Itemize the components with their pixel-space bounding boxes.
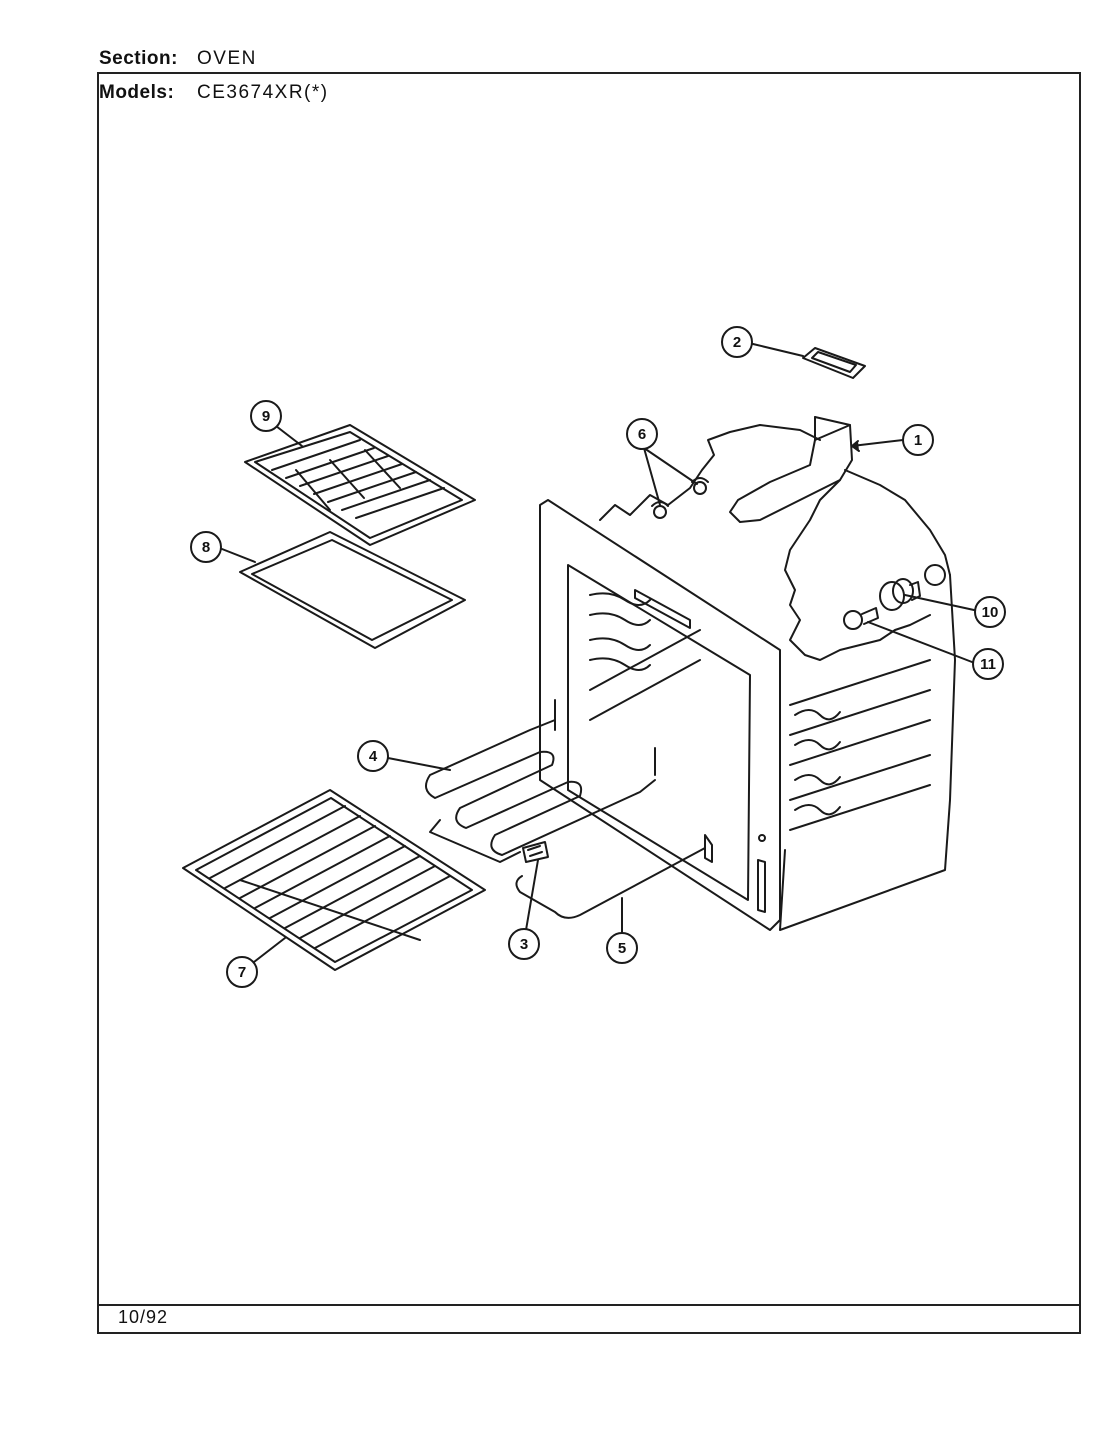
section-label: Section: (99, 48, 178, 69)
models-value: CE3674XR(*) (197, 82, 329, 103)
callout-4-number: 4 (369, 748, 378, 765)
part-7-oven-rack (182, 789, 486, 971)
callout-1-number: 1 (914, 432, 922, 449)
part-10-socket (879, 578, 921, 611)
callout-8: 8 (190, 531, 256, 563)
callout-5-number: 5 (618, 940, 626, 957)
callout-10-number: 10 (982, 604, 999, 621)
callout-8-number: 8 (202, 539, 210, 556)
part-8-broiler-pan (239, 531, 466, 649)
front-frame (539, 499, 781, 931)
callout-6-number: 6 (638, 426, 646, 443)
diagram-frame (97, 72, 1081, 1334)
part-1-lamp-cover (729, 416, 853, 523)
callout-7-number: 7 (238, 964, 246, 981)
part-5-broil-element (429, 819, 713, 919)
models-label: Models: (99, 82, 175, 103)
part-4-bake-element (425, 699, 656, 856)
callout-6: 6 (626, 418, 698, 506)
callout-2-number: 2 (733, 334, 741, 351)
callout-11-number: 11 (980, 656, 996, 673)
models-header: Models: CE3674XR(*) (99, 82, 329, 104)
revision-date: 10/92 (118, 1307, 169, 1327)
callout-9: 9 (250, 400, 303, 447)
part-6-clips (651, 477, 709, 519)
callout-3: 3 (508, 859, 540, 960)
part-11-bulb (843, 607, 879, 630)
callout-10: 10 (904, 594, 1006, 628)
oven-cavity (589, 424, 956, 931)
callout-3-number: 3 (520, 936, 528, 953)
callout-1: 1 (851, 424, 934, 456)
part-3-terminal (522, 841, 549, 863)
callout-4: 4 (357, 740, 451, 772)
section-header: Section: OVEN (99, 48, 257, 70)
callout-2: 2 (721, 326, 804, 358)
callout-9-number: 9 (262, 408, 270, 425)
callout-5: 5 (606, 897, 638, 964)
section-value: OVEN (197, 48, 257, 69)
footer-divider (97, 1304, 1081, 1306)
part-2-plate (802, 347, 866, 379)
part-9-broiler-grid (244, 424, 476, 546)
callout-11: 11 (867, 621, 1004, 680)
callout-7: 7 (226, 937, 286, 988)
